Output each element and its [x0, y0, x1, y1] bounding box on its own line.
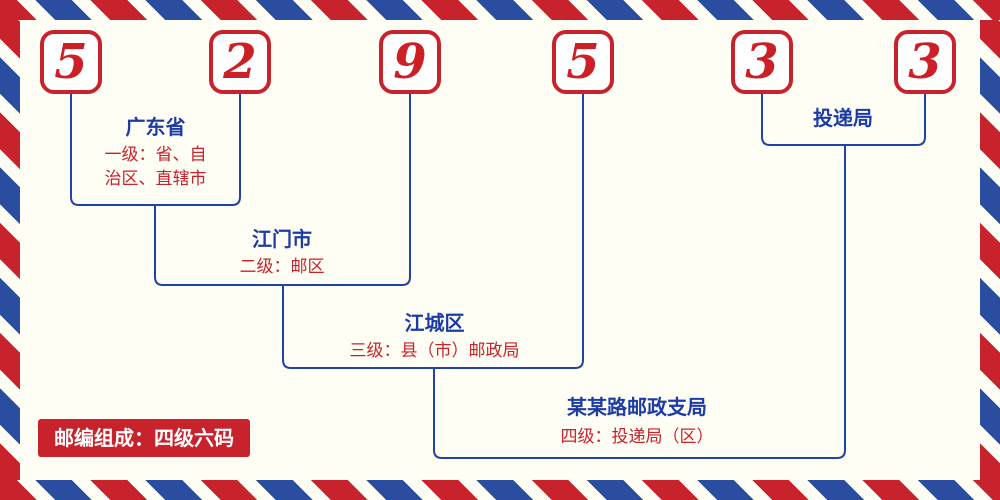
- level-1-desc-line-2: 治区、直辖市: [104, 169, 207, 189]
- level-2-label: 江门市 二级：邮区: [192, 227, 372, 279]
- digit-5: 3: [745, 34, 779, 90]
- level-3-desc: 三级：县（市）邮政局: [322, 339, 547, 363]
- digit-1: 5: [54, 34, 88, 90]
- digit-4: 5: [566, 34, 600, 90]
- level-3-desc-line-1: 三级：县（市）邮政局: [349, 341, 520, 361]
- level-5-name: 投递局: [813, 106, 873, 130]
- digit-box-6: 3: [894, 30, 956, 94]
- level-4-label: 某某路邮政支局 四级：投递局（区）: [512, 395, 762, 449]
- airmail-border-left: [0, 20, 20, 480]
- digit-box-5: 3: [731, 30, 793, 94]
- level-1-desc-line-1: 一级：省、自: [104, 145, 207, 165]
- digit-box-2: 2: [209, 30, 271, 94]
- digit-2: 2: [223, 34, 257, 90]
- level-2-name: 江门市: [252, 227, 312, 251]
- level-3-name: 江城区: [404, 311, 465, 335]
- digit-box-3: 9: [379, 30, 441, 94]
- digit-3: 9: [393, 34, 427, 90]
- level-4-name: 某某路邮政支局: [567, 395, 707, 419]
- level-1-label: 广东省 一级：省、自 治区、直辖市: [93, 115, 218, 191]
- airmail-border-top: [0, 0, 1000, 20]
- level-2-desc-line-1: 二级：邮区: [239, 257, 325, 277]
- level-3-label: 江城区 三级：县（市）邮政局: [322, 311, 547, 363]
- airmail-border-right: [980, 20, 1000, 480]
- level-1-name: 广东省: [125, 115, 186, 139]
- airmail-border-bottom: [0, 480, 1000, 500]
- level-5-label: 投递局: [783, 106, 903, 130]
- level-2-desc: 二级：邮区: [192, 255, 372, 279]
- composition-badge: 邮编组成：四级六码: [38, 419, 250, 457]
- digit-box-4: 5: [552, 30, 614, 94]
- level-4-desc-line-1: 四级：投递局（区）: [560, 427, 714, 447]
- digit-6: 3: [908, 34, 942, 90]
- level-1-desc: 一级：省、自 治区、直辖市: [93, 143, 218, 191]
- digit-box-1: 5: [40, 30, 102, 94]
- level-4-desc: 四级：投递局（区）: [512, 425, 762, 449]
